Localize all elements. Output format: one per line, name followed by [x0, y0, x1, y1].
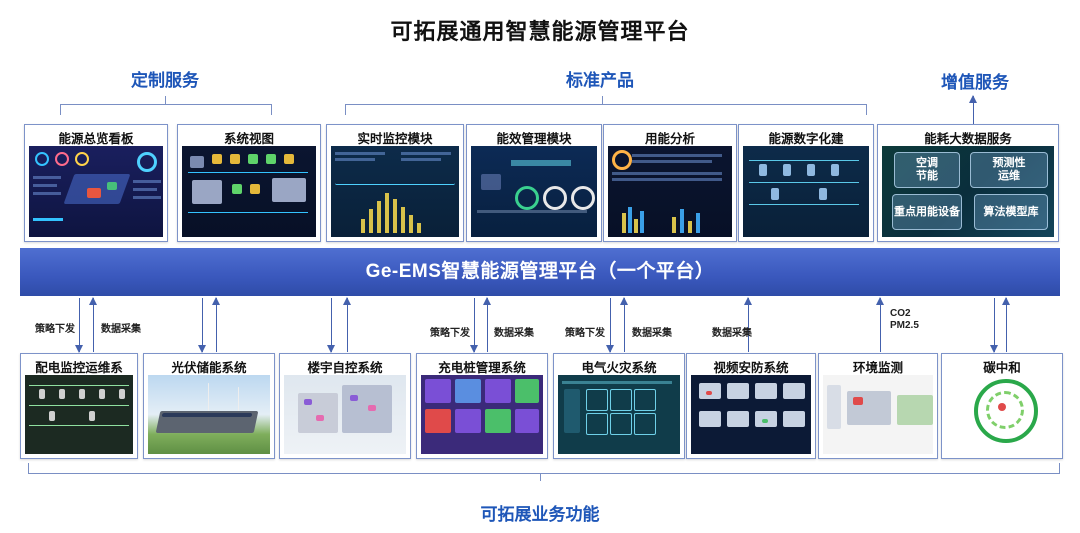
card-title: 电气火灾系统 — [581, 361, 657, 375]
label-strategy-1: 策略下发 — [35, 324, 75, 335]
arrow-down-5 — [606, 298, 614, 353]
label-collect-1: 数据采集 — [101, 324, 141, 335]
section-label-standard: 标准产品 — [566, 71, 634, 90]
value-added-arrow — [969, 95, 977, 124]
arrow-down-3 — [327, 298, 335, 353]
card-usage-analysis[interactable]: 用能分析 — [603, 124, 737, 242]
bigdata-box-predictive: 预测性 运维 — [970, 152, 1048, 188]
digitalization-thumbnail — [743, 146, 869, 237]
building-thumbnail — [284, 375, 406, 454]
card-electrical-fire[interactable]: 电气火灾系统 — [553, 353, 685, 459]
card-title: 用能分析 — [644, 132, 695, 146]
video-security-thumbnail — [691, 375, 811, 454]
bigdata-box-key-equipment: 重点用能设备 — [892, 194, 962, 230]
card-system-view[interactable]: 系统视图 — [177, 124, 321, 242]
card-building-automation[interactable]: 楼宇自控系统 — [279, 353, 411, 459]
card-bigdata-service[interactable]: 能耗大数据服务 空调 节能 预测性 运维 重点用能设备 算法模型库 — [877, 124, 1059, 242]
bigdata-box-ac: 空调 节能 — [894, 152, 960, 188]
charging-thumbnail — [421, 375, 543, 454]
card-title: 楼宇自控系统 — [307, 361, 383, 375]
arrow-up-collect — [89, 297, 97, 352]
card-carbon-neutral[interactable]: 碳中和 — [941, 353, 1063, 459]
arrow-up-8 — [1002, 297, 1010, 352]
card-title: 光伏储能系统 — [171, 361, 247, 375]
arrow-up-3 — [343, 297, 351, 352]
card-charging-pile[interactable]: 充电桩管理系统 — [416, 353, 548, 459]
arrow-up-2 — [212, 297, 220, 352]
card-video-security[interactable]: 视频安防系统 — [686, 353, 816, 459]
realtime-monitor-thumbnail — [331, 146, 459, 237]
arrow-up-6 — [744, 297, 752, 352]
arrow-down-2 — [198, 298, 206, 353]
label-collect-3: 数据采集 — [632, 328, 672, 339]
card-pv-storage[interactable]: 光伏储能系统 — [143, 353, 275, 459]
brace-custom — [60, 104, 272, 115]
arrow-down-4 — [470, 298, 478, 353]
efficiency-thumbnail — [471, 146, 597, 237]
brace-custom-tick — [165, 96, 166, 104]
card-efficiency-management[interactable]: 能效管理模块 — [466, 124, 602, 242]
label-strategy-2: 策略下发 — [430, 328, 470, 339]
card-title: 充电桩管理系统 — [438, 361, 526, 375]
card-title: 能效管理模块 — [496, 132, 572, 146]
card-title: 视频安防系统 — [713, 361, 789, 375]
arrow-up-4 — [483, 297, 491, 352]
platform-bar: Ge-EMS智慧能源管理平台（一个平台） — [20, 248, 1060, 296]
carbon-neutral-thumbnail — [946, 375, 1058, 454]
label-strategy-3: 策略下发 — [565, 328, 605, 339]
card-distribution-monitoring[interactable]: 配电监控运维系 — [20, 353, 138, 459]
electrical-fire-thumbnail — [558, 375, 680, 454]
card-energy-digitalization[interactable]: 能源数字化建 — [738, 124, 874, 242]
card-title: 配电监控运维系 — [35, 361, 123, 375]
card-title: 系统视图 — [223, 132, 274, 146]
card-title: 能耗大数据服务 — [924, 132, 1012, 146]
page-title: 可拓展通用智慧能源管理平台 — [390, 19, 690, 44]
section-label-value-added: 增值服务 — [941, 73, 1009, 92]
dashboard-thumbnail — [29, 146, 163, 237]
arrow-down-strategy — [75, 298, 83, 353]
card-realtime-monitor[interactable]: 实时监控模块 — [326, 124, 464, 242]
label-co2: CO2 — [890, 308, 911, 319]
environment-thumbnail — [823, 375, 933, 454]
card-title: 实时监控模块 — [357, 132, 433, 146]
section-label-custom: 定制服务 — [131, 71, 199, 90]
label-pm25: PM2.5 — [890, 320, 919, 331]
brace-standard-tick — [602, 96, 603, 104]
card-title: 能源数字化建 — [768, 132, 844, 146]
section-label-extensible: 可拓展业务功能 — [480, 505, 600, 524]
card-title: 能源总览看板 — [58, 132, 134, 146]
bigdata-box-algorithm: 算法模型库 — [974, 194, 1048, 230]
arrow-down-8 — [990, 298, 998, 353]
card-energy-overview[interactable]: 能源总览看板 — [24, 124, 168, 242]
label-collect-4: 数据采集 — [712, 328, 752, 339]
system-view-thumbnail — [182, 146, 316, 237]
brace-bottom — [28, 463, 1060, 474]
brace-standard — [345, 104, 867, 115]
usage-analysis-thumbnail — [608, 146, 732, 237]
card-title: 环境监测 — [852, 361, 903, 375]
brace-bottom-tick — [540, 473, 541, 481]
arrow-up-7 — [876, 297, 884, 352]
card-title: 碳中和 — [983, 361, 1021, 375]
label-collect-2: 数据采集 — [494, 328, 534, 339]
pv-thumbnail — [148, 375, 270, 454]
distribution-thumbnail — [25, 375, 133, 454]
arrow-up-5 — [620, 297, 628, 352]
bigdata-thumbnail: 空调 节能 预测性 运维 重点用能设备 算法模型库 — [882, 146, 1054, 237]
card-environment-monitoring[interactable]: 环境监测 — [818, 353, 938, 459]
